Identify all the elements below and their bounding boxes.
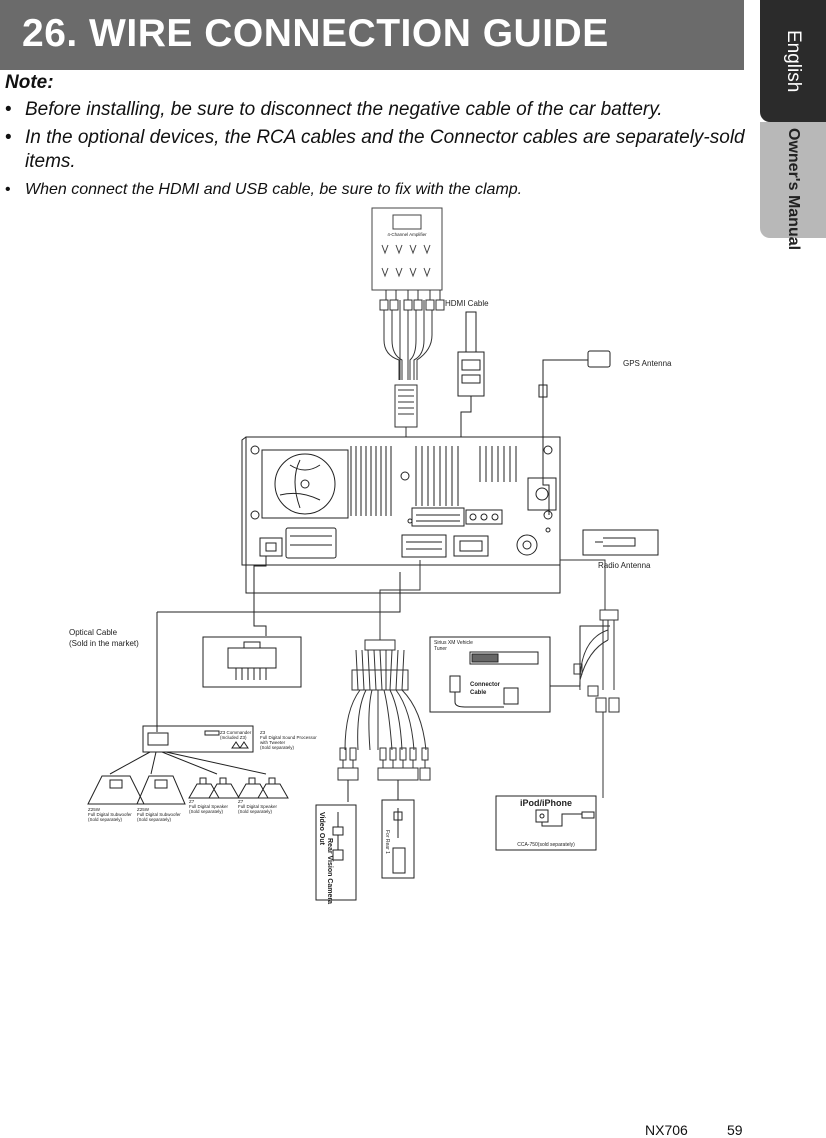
hdmi-cable: HDMI Cable	[445, 299, 489, 437]
speaker-z7-1: Z7 Full Digital Speaker (Sold separately…	[188, 777, 240, 814]
ipod-label: iPod/iPhone	[520, 798, 572, 808]
z7b-line2: Full Digital Speaker	[238, 804, 278, 809]
z7a-line2: Full Digital Speaker	[189, 804, 229, 809]
title-bar: 26. WIRE CONNECTION GUIDE	[0, 0, 744, 70]
z3-label-line1: Z3	[260, 730, 266, 735]
sub1-line3: (Sold separately)	[88, 817, 123, 822]
speaker-z7-2: Z7 Full Digital Speaker (Sold separately…	[237, 777, 289, 814]
z3-label-line3: with Tweeter	[260, 740, 286, 745]
note-item-continued: items.	[25, 151, 76, 172]
z7b-line1: Z7	[238, 799, 244, 804]
z7a-line3: (Sold separately)	[189, 809, 224, 814]
z3-commander-line2: (Included Z3)	[220, 735, 247, 740]
video-out-label: Video Out	[318, 812, 325, 846]
gps-label: GPS Antenna	[623, 359, 672, 368]
connector-label-line1: Connector	[470, 682, 501, 688]
rear-camera: Video Out Rear Vision Camera	[315, 780, 357, 904]
z7a-line1: Z7	[189, 799, 195, 804]
note-item: •In the optional devices, the RCA cables…	[5, 127, 745, 148]
z3-commander-line1: Z3 Commander	[220, 730, 252, 735]
side-tab-section	[760, 122, 826, 238]
radio-label: Radio Antenna	[598, 561, 651, 570]
subwoofer-2: Z25W Full Digital Subwoofer (Sold separa…	[136, 775, 186, 822]
side-tab-language	[760, 0, 826, 122]
amplifier-label: 4-Channel Amplifier	[387, 232, 427, 237]
rear-monitor: For Rear 1 Monitor	[381, 780, 415, 879]
sirius-label-line1: Sirius XM Vehicle	[434, 640, 473, 646]
note-heading: Note:	[5, 72, 54, 93]
footer-page-number: 59	[727, 1122, 743, 1138]
amplifier-rca-cables	[379, 290, 445, 437]
sub2-line2: Full Digital Subwoofer	[137, 812, 181, 817]
sub2-line3: (Sold separately)	[137, 817, 172, 822]
optical-label-line1: Optical Cable	[69, 628, 118, 637]
sirius-xm-tuner: Sirius XM Vehicle Tuner Connector Cable	[429, 625, 610, 713]
main-harness	[337, 560, 431, 781]
subwoofer-1: Z25W Full Digital Subwoofer (Sold separa…	[87, 775, 145, 822]
z3-processor: Z3 Commander (Included Z3) Z3 Full Digit…	[109, 725, 317, 775]
radio-antenna: Radio Antenna	[582, 529, 659, 570]
rear-monitor-label: For Rear 1	[384, 830, 390, 854]
gps-antenna: GPS Antenna	[538, 350, 672, 515]
sub1-line2: Full Digital Subwoofer	[88, 812, 132, 817]
monitor-label: Monitor	[394, 852, 400, 869]
sub1-line1: Z25W	[88, 807, 101, 812]
hdmi-label: HDMI Cable	[445, 299, 489, 308]
amplifier-box: 4-Channel Amplifier	[371, 207, 443, 291]
note-item: •Before installing, be sure to disconnec…	[5, 99, 663, 120]
sirius-label-line2: Tuner	[434, 646, 447, 652]
optical-cable: Optical Cable (Sold in the market)	[69, 556, 401, 732]
footer-model: NX706	[645, 1122, 688, 1138]
z3-label-line2: Full Digital Sound Processor	[260, 735, 317, 740]
head-unit-rear	[241, 436, 561, 594]
page-title: 26. WIRE CONNECTION GUIDE	[22, 12, 609, 55]
z7b-line3: (Sold separately)	[238, 809, 273, 814]
cca-label: CCA-750(sold separately)	[517, 842, 575, 848]
sub2-line1: Z25W	[137, 807, 150, 812]
z3-label-line4: (Sold separately)	[260, 745, 295, 750]
usb-cables	[560, 559, 620, 798]
note-item: •When connect the HDMI and USB cable, be…	[5, 181, 523, 198]
optical-label-line2: (Sold in the market)	[69, 639, 139, 648]
rear-camera-label: Rear Vision Camera	[326, 838, 333, 904]
connector-label-line2: Cable	[470, 690, 487, 696]
ipod-cable: iPod/iPhone CCA-750(sold separately)	[495, 795, 597, 851]
